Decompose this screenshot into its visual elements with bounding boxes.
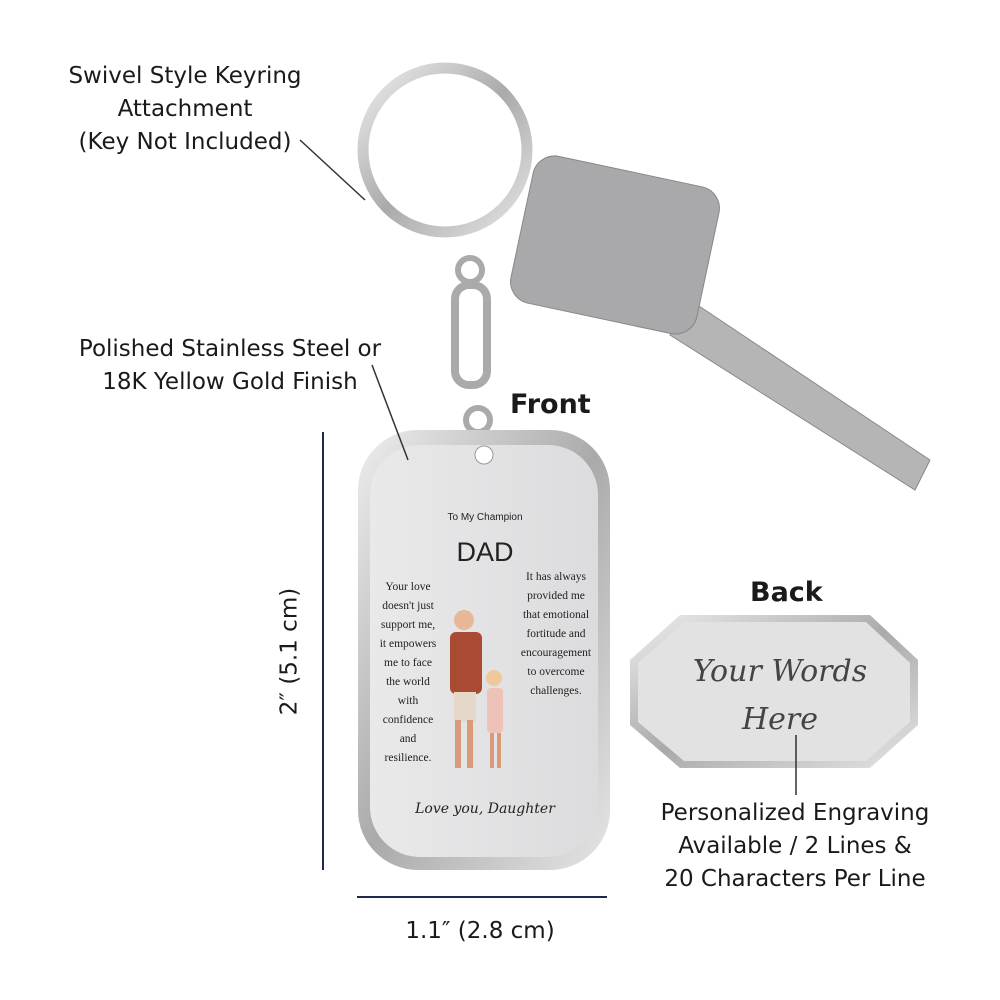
key-image [510, 155, 931, 491]
height-dimension: 2″ (5.1 cm) [276, 587, 303, 716]
label-line: Swivel Style Keyring [68, 63, 302, 89]
keyring [357, 62, 533, 238]
engraving-line: Your Words [692, 654, 868, 689]
label-line: (Key Not Included) [78, 129, 292, 155]
label-line: Polished Stainless Steel or [78, 336, 382, 362]
dad-daughter-figure [450, 610, 503, 768]
finish-label: Polished Stainless Steel or 18K Yellow G… [40, 333, 420, 399]
tag-signature: Love you, Daughter [415, 801, 555, 817]
tag-left-text: Your love doesn't just support me, it em… [379, 581, 437, 764]
label-line: Available / 2 Lines & [678, 833, 912, 859]
tag-right-text: It has always provided me that emotional… [520, 571, 592, 697]
engraving-text: Your Words Here [660, 648, 900, 744]
label-line: 18K Yellow Gold Finish [102, 369, 358, 395]
keyring-label: Swivel Style Keyring Attachment (Key Not… [40, 60, 330, 159]
label-line: Personalized Engraving [660, 800, 930, 826]
width-dimension: 1.1″ (2.8 cm) [405, 918, 555, 944]
label-line: 20 Characters Per Line [664, 866, 926, 892]
back-label: Back [750, 577, 823, 608]
engraving-label: Personalized Engraving Available / 2 Lin… [630, 797, 960, 896]
front-label: Front [510, 389, 591, 420]
swivel-clasp [451, 281, 491, 389]
tag-title: DAD [456, 537, 514, 567]
leader-lines [299, 139, 797, 795]
engraving-line: Here [741, 702, 818, 737]
label-line: Attachment [117, 96, 253, 122]
tag-subtitle: To My Champion [447, 512, 523, 523]
dimension-lines [322, 432, 607, 898]
